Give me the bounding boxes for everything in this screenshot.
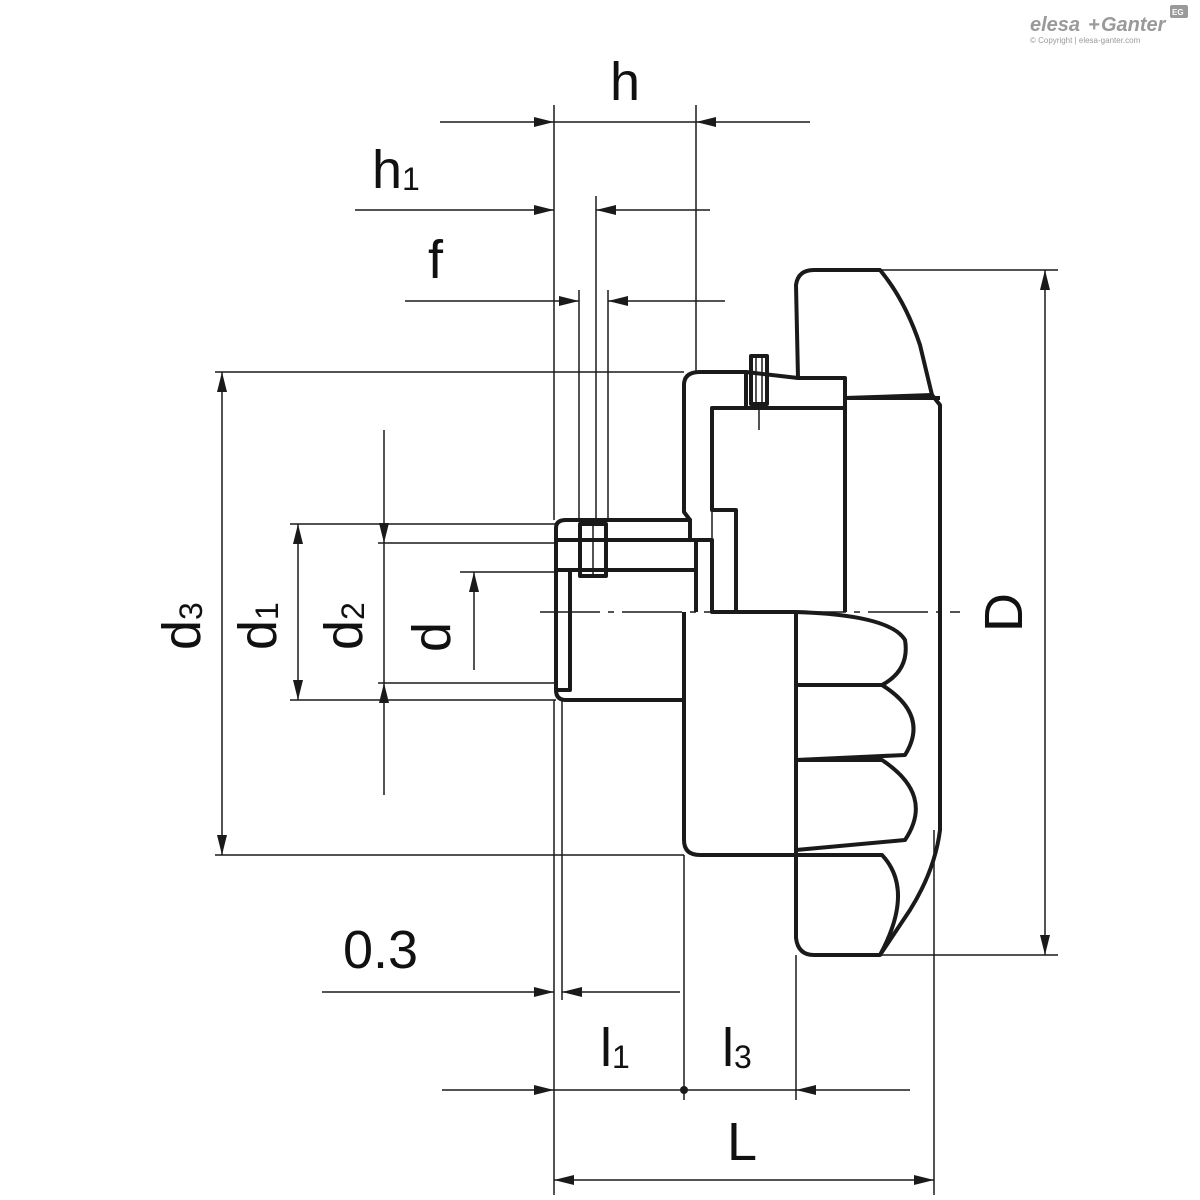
lobe-lower xyxy=(796,853,900,956)
hub-top-shoulder xyxy=(745,370,799,380)
dimension-labels: h h1 f d3 d1 d2 d D 0.3 l1 l3 L xyxy=(152,52,1034,1172)
dimension-lines xyxy=(217,117,1050,1185)
label-h: h xyxy=(610,52,640,112)
label-l1: l1 xyxy=(600,1018,630,1078)
label-D: D xyxy=(974,593,1034,632)
logo-ganter-text: Ganter xyxy=(1101,14,1167,36)
logo-elesa-text: elesa xyxy=(1030,14,1080,36)
hub-lower-profile xyxy=(682,612,796,857)
knob-body xyxy=(554,268,942,957)
extension-lines xyxy=(215,105,1058,1195)
label-l3: l3 xyxy=(722,1018,752,1078)
logo-badge-text: EG xyxy=(1172,8,1184,17)
lobe-mid-top xyxy=(795,683,916,762)
logo-plus-text: + xyxy=(1088,14,1100,36)
logo-copyright-text: © Copyright | elesa-ganter.com xyxy=(1030,36,1141,45)
hub-section xyxy=(682,370,748,614)
insert-hatched-section xyxy=(554,538,698,572)
label-clearance: 0.3 xyxy=(343,920,418,980)
knurled-grip-section xyxy=(794,268,934,400)
logo-badge-box xyxy=(1170,5,1188,18)
label-d: d xyxy=(402,622,462,652)
set-screw xyxy=(749,354,769,406)
bore-chamfer xyxy=(554,568,572,692)
bore-outline xyxy=(554,570,684,702)
lobe-mid xyxy=(795,758,918,852)
grip-outer-profile xyxy=(794,393,942,957)
label-d3: d3 xyxy=(152,602,212,650)
label-L: L xyxy=(727,1112,757,1172)
brand-logo: elesa + Ganter EG © Copyright | elesa-ga… xyxy=(1030,5,1188,45)
lobe-upper xyxy=(795,610,908,687)
label-d2: d2 xyxy=(314,602,374,650)
label-f: f xyxy=(428,230,444,290)
label-h1: h1 xyxy=(372,140,420,200)
insert-upper-flange xyxy=(554,518,692,542)
label-d1: d1 xyxy=(228,602,288,650)
